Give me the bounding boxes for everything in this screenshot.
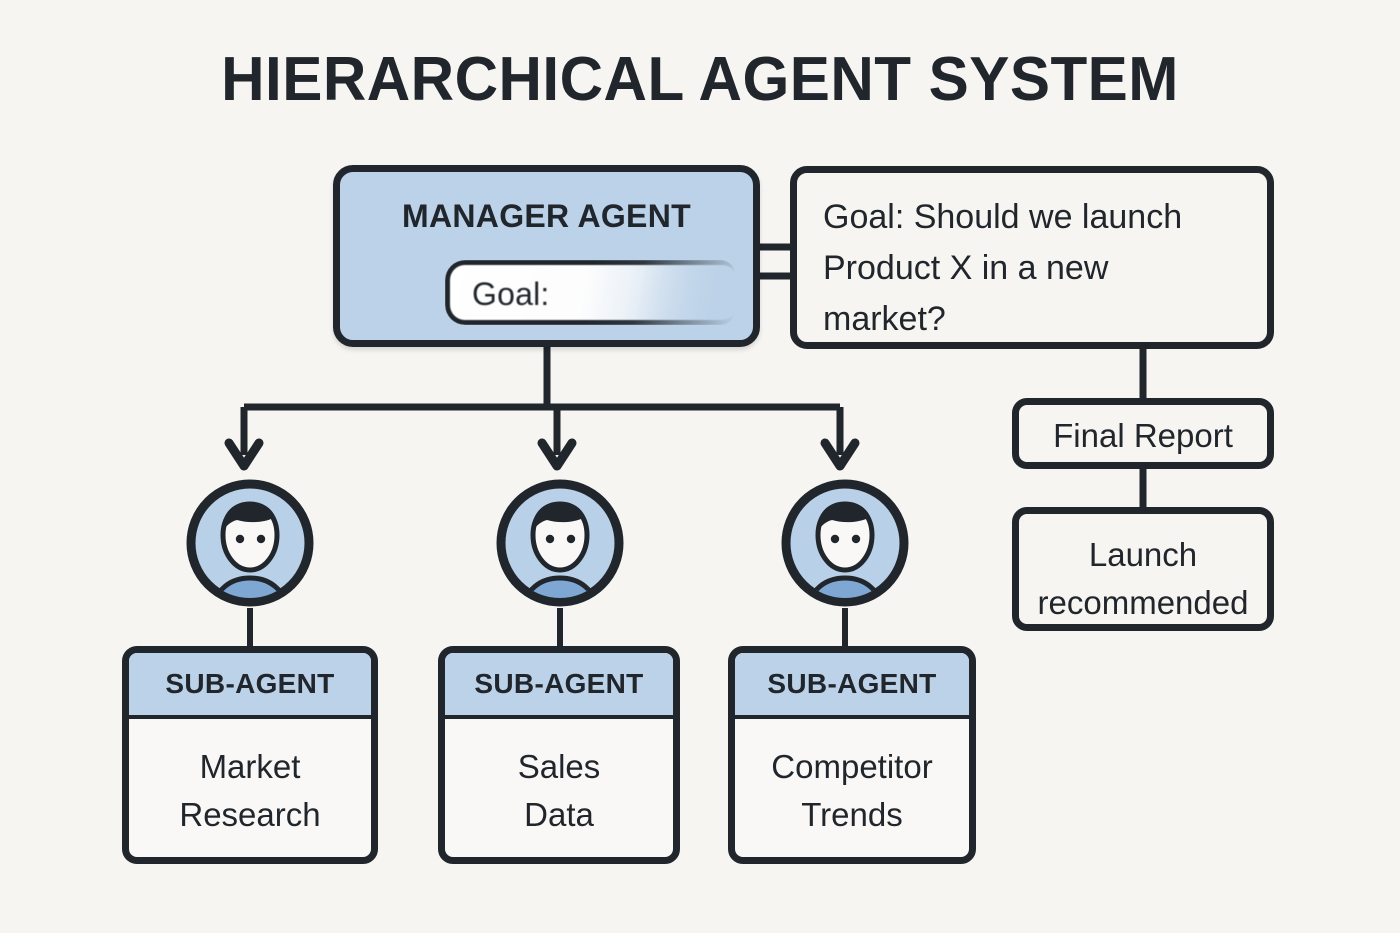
sub-agent-header-label-2: SUB-AGENT xyxy=(767,668,937,699)
goal-callout-text: Goal: Should we launch Product X in a ne… xyxy=(823,198,1183,338)
outcome-text: Launch recommended xyxy=(1037,536,1249,621)
sub-agent-header-label-1: SUB-AGENT xyxy=(474,668,644,699)
outcome-node: Launch recommended xyxy=(1012,507,1274,631)
sub-agent-task-1: Sales Data xyxy=(517,748,601,833)
sub-agent-task-2: Competitor Trends xyxy=(771,748,933,833)
sub-agent-card-1[interactable]: SUB-AGENT Sales Data xyxy=(438,646,680,864)
manager-agent-node[interactable]: MANAGER AGENT Goal: xyxy=(333,165,760,347)
manager-agent-title: MANAGER AGENT xyxy=(402,198,691,234)
arrowhead-icon-0 xyxy=(224,438,264,471)
sub-agent-header-label-0: SUB-AGENT xyxy=(165,668,335,699)
final-report-node: Final Report xyxy=(1012,398,1274,469)
person-avatar-icon xyxy=(496,479,624,607)
goal-callout-node: Goal: Should we launch Product X in a ne… xyxy=(790,166,1274,349)
person-avatar-icon xyxy=(186,479,314,607)
manager-goal-label: Goal: xyxy=(472,276,550,312)
person-avatar-icon xyxy=(781,479,909,607)
sub-agent-header-2: SUB-AGENT xyxy=(735,653,969,719)
sub-agent-card-0[interactable]: SUB-AGENT Market Research xyxy=(122,646,378,864)
sub-agent-card-2[interactable]: SUB-AGENT Competitor Trends xyxy=(728,646,976,864)
sub-agent-task-0: Market Research xyxy=(179,748,321,833)
final-report-label: Final Report xyxy=(1053,417,1233,454)
arrowhead-icon-1 xyxy=(537,438,577,471)
manager-goal-field[interactable]: Goal: xyxy=(445,260,735,325)
sub-agent-header-0: SUB-AGENT xyxy=(129,653,371,719)
page-title: HIERARCHICAL AGENT SYSTEM xyxy=(221,45,1179,114)
arrowhead-icon-2 xyxy=(820,438,860,471)
sub-agent-header-1: SUB-AGENT xyxy=(445,653,673,719)
